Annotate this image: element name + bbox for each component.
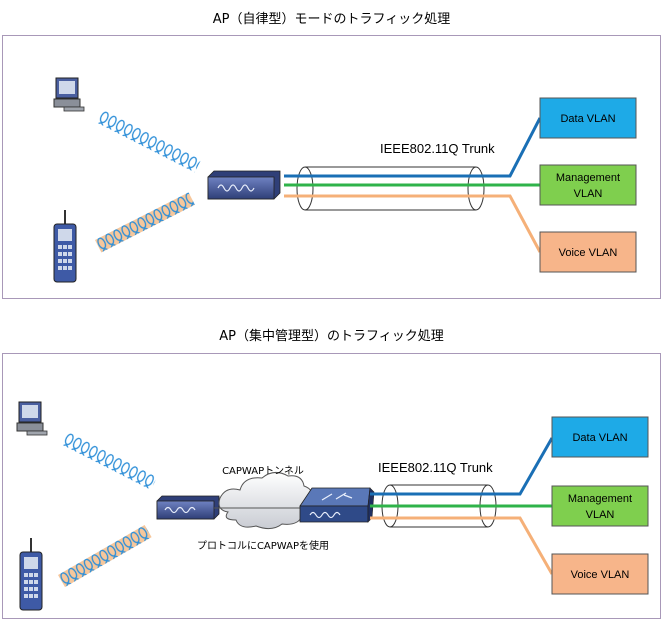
capwap-protocol-label: プロトコルにCAPWAPを使用 <box>197 539 329 552</box>
management-vlan-label-line1: Management <box>556 172 620 184</box>
trunk-label: IEEE802.11Q Trunk <box>380 141 495 156</box>
management-vlan-box <box>539 164 637 206</box>
trunk-label: IEEE802.11Q Trunk <box>378 460 493 475</box>
section2-panel <box>2 353 661 619</box>
section2-title: AP（集中管理型）のトラフィック処理 <box>219 329 444 344</box>
management-vlan-box <box>551 485 649 527</box>
lightweight-access-point-icon <box>156 495 220 520</box>
data-vlan-box <box>539 97 637 139</box>
management-vlan-label-line2: VLAN <box>586 509 615 521</box>
capwap-tunnel-cloud <box>218 472 313 530</box>
data-vlan-label: Data VLAN <box>560 113 615 125</box>
access-point-icon <box>207 170 281 200</box>
trunk-tunnel <box>296 166 485 211</box>
wireless-signal-pc <box>61 432 158 490</box>
data-vlan-line <box>370 437 554 496</box>
mobile-phone-icon <box>53 210 77 283</box>
wireless-signal-phone <box>58 525 152 588</box>
voice-vlan-line <box>284 194 542 253</box>
capwap-tunnel-label: CAPWAPトンネル <box>222 465 304 477</box>
section1-title: AP（自律型）モードのトラフィック処理 <box>212 12 451 27</box>
voice-vlan-label: Voice VLAN <box>571 569 630 581</box>
management-vlan-label-line1: Management <box>568 493 632 505</box>
data-vlan-line <box>284 117 542 178</box>
wireless-lan-controller-icon <box>299 487 375 523</box>
voice-vlan-label: Voice VLAN <box>559 247 618 259</box>
data-vlan-label: Data VLAN <box>572 432 627 444</box>
voice-vlan-box <box>539 231 637 273</box>
voice-vlan-line <box>370 516 554 575</box>
wireless-signal-pc <box>96 110 202 173</box>
mobile-phone-icon <box>19 538 43 611</box>
voice-vlan-box <box>551 553 649 595</box>
management-vlan-label-line2: VLAN <box>574 188 603 200</box>
data-vlan-box <box>551 416 649 458</box>
wireless-signal-phone <box>95 192 195 253</box>
computer-icon <box>53 77 85 112</box>
computer-icon <box>16 401 48 436</box>
